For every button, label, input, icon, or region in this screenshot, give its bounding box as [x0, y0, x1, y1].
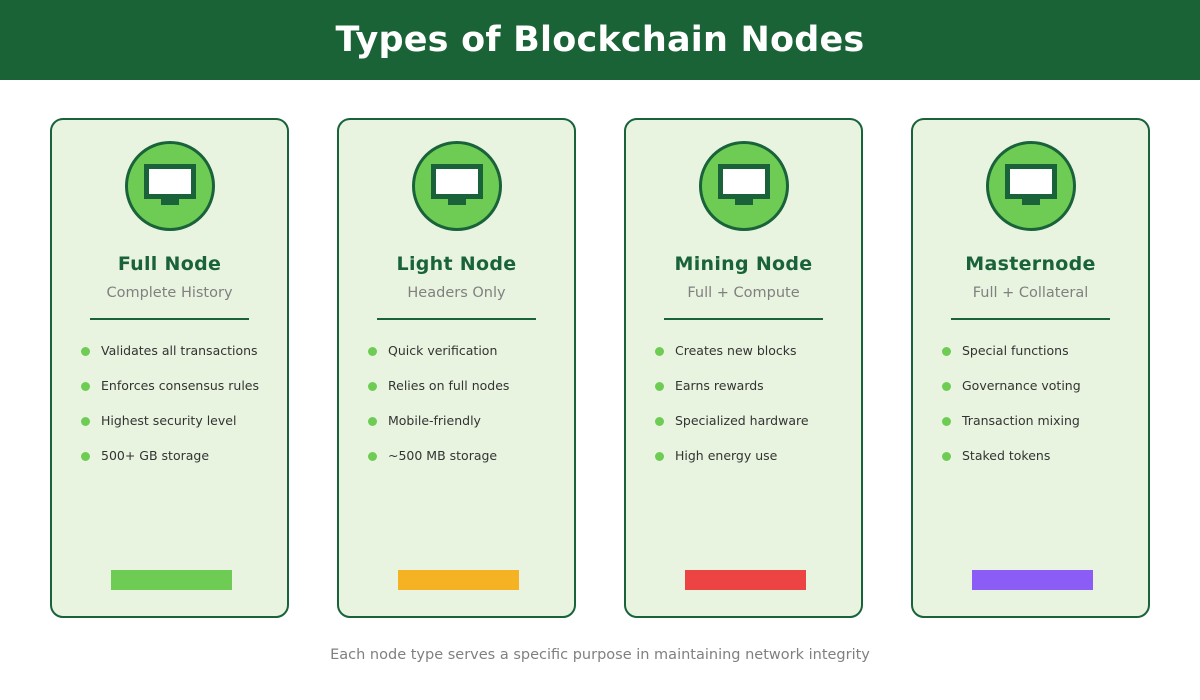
bullet-dot-icon	[655, 346, 664, 356]
monitor-icon	[1004, 164, 1057, 205]
feature-item: Creates new blocks	[655, 334, 861, 369]
feature-item: Relies on full nodes	[368, 369, 574, 404]
feature-label: ~500 MB storage	[388, 447, 498, 463]
monitor-icon	[430, 164, 483, 205]
icon-badge	[411, 141, 502, 231]
card-divider	[951, 317, 1110, 320]
feature-label: Enforces consensus rules	[101, 377, 260, 393]
card-title: Light Node	[396, 253, 517, 275]
bullet-dot-icon	[655, 416, 664, 426]
accent-bar	[111, 570, 232, 590]
feature-item: Highest security level	[81, 404, 287, 439]
feature-label: Quick verification	[388, 342, 498, 358]
page-title: Types of Blockchain Nodes	[335, 19, 865, 60]
bullet-dot-icon	[655, 451, 664, 461]
card-divider	[90, 317, 249, 320]
feature-label: High energy use	[675, 447, 778, 463]
feature-label: Highest security level	[101, 412, 237, 428]
icon-badge	[698, 141, 789, 231]
bullet-dot-icon	[81, 416, 90, 426]
monitor-icon	[143, 164, 196, 205]
feature-item: Quick verification	[368, 334, 574, 369]
card-title: Masternode	[965, 253, 1096, 275]
accent-bar	[972, 570, 1093, 590]
bullet-dot-icon	[368, 451, 377, 461]
bullet-dot-icon	[81, 381, 90, 391]
bullet-dot-icon	[942, 346, 951, 356]
feature-item: Specialized hardware	[655, 404, 861, 439]
card-subtitle: Complete History	[106, 285, 233, 301]
monitor-icon	[717, 164, 770, 205]
feature-label: Validates all transactions	[101, 342, 258, 358]
feature-label: Relies on full nodes	[388, 377, 510, 393]
bullet-dot-icon	[368, 346, 377, 356]
header-band: Types of Blockchain Nodes	[0, 0, 1200, 80]
bullet-dot-icon	[81, 346, 90, 356]
card-title: Full Node	[117, 253, 222, 275]
card-title: Mining Node	[674, 253, 813, 275]
card-divider	[377, 317, 536, 320]
feature-item: Special functions	[942, 334, 1148, 369]
bullet-dot-icon	[368, 381, 377, 391]
feature-item: Validates all transactions	[81, 334, 287, 369]
card-subtitle: Full + Compute	[687, 285, 800, 301]
feature-item: ~500 MB storage	[368, 439, 574, 474]
feature-item: 500+ GB storage	[81, 439, 287, 474]
feature-item: Transaction mixing	[942, 404, 1148, 439]
icon-badge	[124, 141, 215, 231]
accent-bar	[685, 570, 806, 590]
card-subtitle: Headers Only	[407, 285, 506, 301]
card-divider	[664, 317, 823, 320]
bullet-dot-icon	[81, 451, 90, 461]
card-subtitle: Full + Collateral	[972, 285, 1089, 301]
bullet-dot-icon	[368, 416, 377, 426]
icon-badge	[985, 141, 1076, 231]
feature-label: Transaction mixing	[962, 412, 1080, 428]
bullet-dot-icon	[942, 451, 951, 461]
accent-bar	[398, 570, 519, 590]
bullet-dot-icon	[655, 381, 664, 391]
feature-item: Enforces consensus rules	[81, 369, 287, 404]
feature-label: Staked tokens	[962, 447, 1051, 463]
feature-label: Mobile-friendly	[388, 412, 481, 428]
footer-note: Each node type serves a specific purpose…	[330, 647, 870, 663]
feature-item: High energy use	[655, 439, 861, 474]
feature-label: Governance voting	[962, 377, 1081, 393]
feature-item: Mobile-friendly	[368, 404, 574, 439]
feature-label: 500+ GB storage	[101, 447, 210, 463]
feature-item: Earns rewards	[655, 369, 861, 404]
bullet-dot-icon	[942, 381, 951, 391]
feature-label: Specialized hardware	[675, 412, 809, 428]
bullet-dot-icon	[942, 416, 951, 426]
feature-label: Special functions	[962, 342, 1069, 358]
feature-label: Earns rewards	[675, 377, 764, 393]
feature-item: Staked tokens	[942, 439, 1148, 474]
feature-item: Governance voting	[942, 369, 1148, 404]
feature-label: Creates new blocks	[675, 342, 797, 358]
